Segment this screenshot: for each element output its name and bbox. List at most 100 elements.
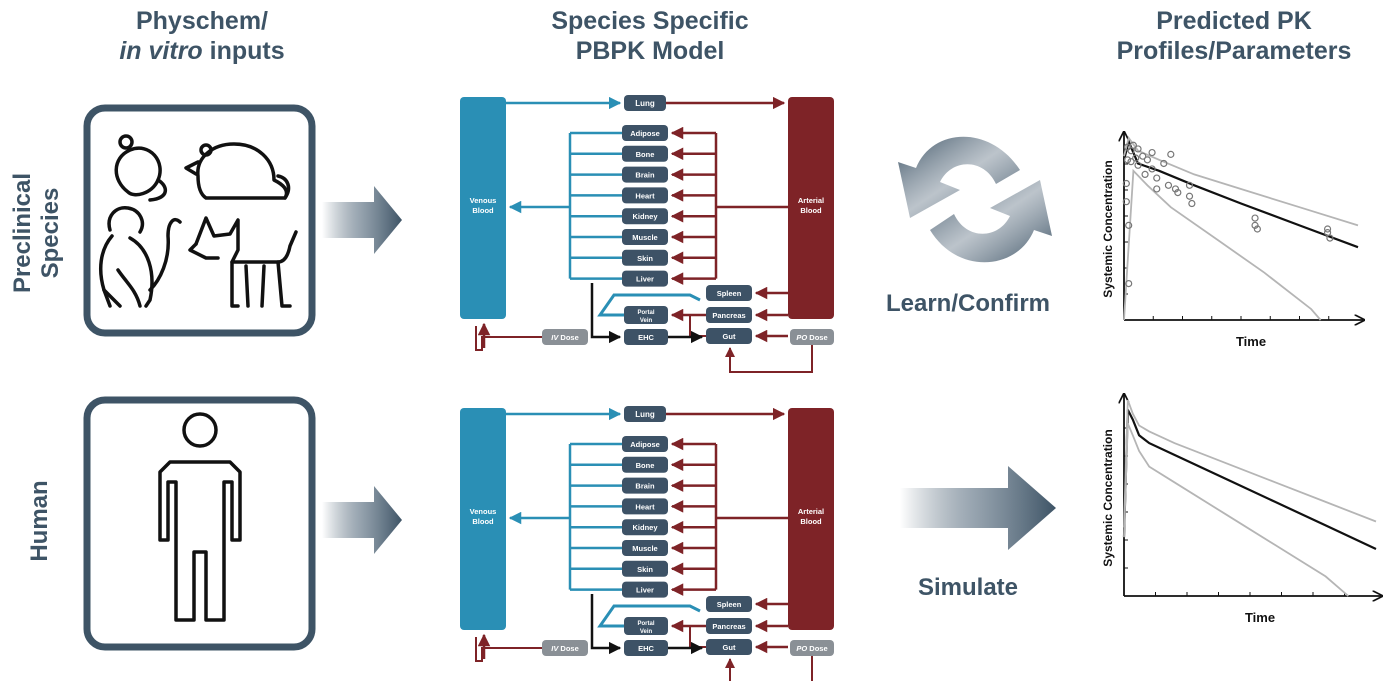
pbpk-model-human: VenousBloodArterialBloodLungAdiposeBoneB…	[460, 406, 834, 681]
header-inputs-rest: inputs	[202, 37, 285, 65]
observed-point	[1188, 199, 1196, 208]
observed-point	[1185, 192, 1194, 200]
lung-box	[624, 406, 666, 422]
observed-point	[1143, 156, 1152, 164]
organ-box-spleen	[706, 596, 752, 612]
organ-label-bone: Bone	[636, 461, 655, 470]
venous-blood-label-line2: Blood	[472, 206, 494, 215]
observed-point	[1139, 152, 1147, 160]
mean-curve	[1122, 409, 1377, 550]
organ-label-kidney: Kidney	[632, 212, 658, 221]
po-dose-box	[790, 329, 834, 345]
portal-vein-label-line1: Portal	[637, 621, 654, 627]
po-dose-label: PO Dose	[796, 333, 827, 342]
organ-box-spleen	[706, 285, 752, 301]
header-inputs-line1: Physchem/	[135, 7, 268, 35]
y-axis-label: Systemic Concentration	[1101, 160, 1115, 297]
iv-dose-line	[475, 326, 542, 351]
observed-point	[1185, 181, 1194, 189]
organ-label-liver: Liver	[636, 586, 654, 595]
observed-point	[1122, 198, 1130, 206]
arterial-blood-label-line1: Arterial	[798, 196, 824, 205]
header-pk-line1: Predicted PK	[1156, 7, 1312, 35]
organ-label-heart: Heart	[635, 502, 655, 511]
ehc-box	[624, 640, 668, 656]
organ-label-skin: Skin	[637, 254, 653, 263]
observed-point	[1125, 221, 1133, 229]
x-axis-label: Time	[1245, 610, 1275, 625]
po-dose-box	[790, 640, 834, 656]
organ-box-kidney	[622, 519, 668, 536]
simulate-arrow	[900, 466, 1056, 550]
observed-point	[1125, 280, 1133, 288]
observed-point	[1171, 185, 1180, 193]
venous-blood-label-line1: Venous	[470, 507, 497, 516]
observed-point	[1148, 148, 1156, 157]
iv-dose-label: IV Dose	[551, 333, 579, 342]
observed-point	[1164, 181, 1173, 189]
observed-point	[1153, 174, 1161, 182]
organ-label-skin: Skin	[637, 565, 653, 574]
observed-point	[1141, 170, 1149, 178]
ehc-label: EHC	[638, 333, 654, 342]
organ-box-pancreas	[706, 618, 752, 634]
ehc-label: EHC	[638, 644, 654, 653]
mouse-icon	[114, 134, 167, 202]
organ-box-heart	[622, 498, 668, 515]
organ-box-adipose	[622, 125, 668, 141]
arterial-blood-column	[788, 97, 834, 319]
lower-curve	[1123, 168, 1322, 321]
portal-vein-box	[624, 306, 668, 324]
organ-label-gut: Gut	[723, 332, 736, 341]
organ-label-pancreas: Pancreas	[712, 622, 745, 631]
liver-to-ehc-arrow	[590, 283, 622, 344]
observed-point	[1323, 225, 1332, 233]
organ-box-muscle	[622, 229, 668, 245]
observed-point	[1123, 156, 1132, 164]
person-icon	[158, 412, 242, 622]
organ-box-heart	[622, 187, 668, 204]
iv-dose-box	[542, 329, 588, 345]
observed-point	[1174, 189, 1182, 197]
liver-to-ehc-arrow	[590, 594, 622, 655]
organ-box-liver	[622, 270, 668, 287]
header-model-line1: Species Specific	[551, 7, 749, 35]
header-inputs-italic: in vitro	[119, 37, 203, 65]
arterial-blood-label-line1: Arterial	[798, 507, 824, 516]
header-pk: Predicted PK Profiles/Parameters	[1084, 6, 1384, 66]
learn-confirm-label: Learn/Confirm	[885, 290, 1050, 317]
organ-label-muscle: Muscle	[632, 544, 657, 553]
organ-label-adipose: Adipose	[630, 129, 660, 138]
po-dose-to-gut-arrow	[725, 656, 813, 681]
header-pk-line2: Profiles/Parameters	[1116, 37, 1352, 65]
portal-to-liver-path	[597, 604, 701, 628]
lung-box	[624, 95, 666, 111]
gut-to-portal-line	[689, 626, 706, 648]
organ-box-muscle	[622, 540, 668, 556]
lung-label: Lung	[635, 99, 655, 108]
organ-label-brain: Brain	[635, 171, 655, 180]
observed-point	[1134, 145, 1142, 153]
portal-vein-label-line2: Vein	[640, 629, 653, 635]
observed-point	[1251, 221, 1259, 229]
organ-label-muscle: Muscle	[632, 233, 657, 242]
human-input-arrow	[322, 486, 402, 554]
observed-point	[1253, 225, 1261, 233]
organ-box-pancreas	[706, 307, 752, 323]
header-model: Species Specific PBPK Model	[500, 6, 800, 66]
observed-point	[1160, 159, 1168, 168]
ehc-box	[624, 329, 668, 345]
upper-curve	[1123, 399, 1377, 528]
arterial-blood-column	[788, 408, 834, 630]
organ-label-liver: Liver	[636, 275, 654, 284]
arterial-blood-label-line2: Blood	[800, 206, 822, 215]
portal-vein-label-line2: Vein	[640, 318, 653, 324]
lung-label: Lung	[635, 410, 655, 419]
organ-box-gut	[706, 639, 752, 655]
portal-vein-box	[624, 617, 668, 635]
lower-curve	[1123, 423, 1349, 597]
mean-curve	[1122, 138, 1359, 249]
organ-box-bone	[622, 145, 668, 162]
organ-box-skin	[622, 249, 668, 266]
